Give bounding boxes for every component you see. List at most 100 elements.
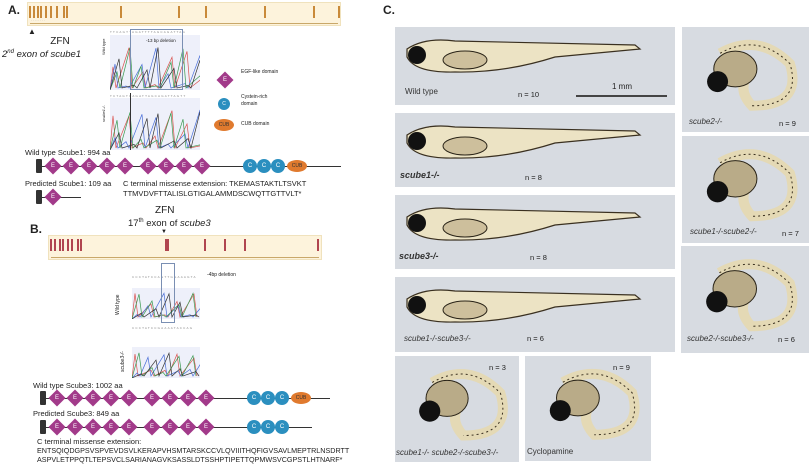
cys-domain-icon: C (271, 159, 285, 173)
photo-n: n = 10 (518, 90, 540, 99)
exon-mark (120, 6, 122, 18)
mut-chromatogram-b (131, 347, 211, 379)
zebrafish-larva-image (406, 207, 642, 241)
wt-trace-label-a: Wild type (101, 38, 106, 55)
deletion-box-a (130, 29, 183, 90)
photo-label: scube1-/-scube3-/- (404, 334, 471, 343)
exon-mark (50, 6, 52, 18)
zfn-label-b: ZFN (155, 205, 175, 216)
zebrafish-larva-image (406, 125, 642, 159)
cys-domain-icon: C (257, 159, 271, 173)
cub-domain-icon: CUB (287, 160, 307, 172)
egf-domain-icon: E (80, 157, 98, 175)
legend-cub: CUB (214, 117, 238, 133)
egf-domain-icon: E (62, 157, 80, 175)
egf-domain-icon: E (116, 157, 134, 175)
wt-trace-label-b: Wild type (115, 294, 121, 315)
trace-peaks (109, 47, 204, 91)
exon-mark (77, 239, 79, 251)
zebrafish-larva-image (706, 149, 798, 222)
photo-label: scube1-/- scube2-/-scube3-/- (396, 448, 499, 457)
photo-n: n = 6 (778, 335, 795, 344)
photo-scube1-scube2: scube1-/-scube2-/- n = 7 (682, 136, 809, 243)
pred-scube3-label: Predicted Scube3: 849 aa (33, 409, 120, 418)
photo-label: Cyclopamine (527, 447, 574, 456)
wt-sequence-a: TTCAGTTAGATTTTAGCAGATTAG (110, 30, 187, 34)
cys-domain-icon: C (243, 159, 257, 173)
egf-domain-icon: E (139, 157, 157, 175)
egf-domain-icon: E (179, 389, 197, 407)
scube3-gene-track: · · · · · · · (48, 235, 322, 260)
zebrafish-larva-image (419, 369, 508, 441)
scube3-missense-line1: ENTSQIQDGPSVSPVEVDSVLKERAPVHSMTARSKCCVLQ… (37, 446, 350, 455)
exon-mark (37, 6, 39, 18)
scale-bar (576, 95, 667, 97)
legend-egf-label: EGF-like domain (241, 69, 279, 75)
egf-domain-icon: E (120, 389, 138, 407)
egf-domain-icon: E (161, 389, 179, 407)
exon-mark (167, 239, 169, 251)
exon-mark (45, 6, 47, 18)
photo-n: n = 9 (779, 119, 796, 128)
panel-c-label: C. (383, 3, 395, 17)
exon-mark (317, 239, 319, 251)
wt-chromatogram-a (109, 35, 204, 91)
exon-mark (29, 6, 31, 18)
photo-label: Wild type (405, 87, 438, 96)
scale-bar-label: 1 mm (612, 82, 632, 91)
photo-scube1-scube2-scube3: scube1-/- scube2-/-scube3-/- n = 3 (395, 356, 519, 462)
exon-mark (338, 6, 340, 18)
zebrafish-larva-image (707, 39, 798, 111)
wt-scube1-label: Wild type Scube1: 994 aa (25, 148, 111, 157)
egf-domain-icon: E (66, 389, 84, 407)
egf-domain-icon: E (48, 418, 66, 436)
scube1-missense-line2: TTMVDVFTTALISLGTIGALAMMDSCWQTTGTTVLT* (123, 189, 302, 198)
transmembrane-domain-icon (40, 420, 46, 434)
trace-peaks (109, 48, 204, 91)
deletion-label-b: -4bp deletion (207, 272, 236, 278)
photo-n: n = 8 (530, 253, 547, 262)
mut-trace-label-a: scube1-/- (101, 105, 106, 122)
photo-n: n = 6 (527, 334, 544, 343)
photo-scube2-scube3: scube2-/-scube3-/- n = 6 (681, 246, 809, 353)
mut-trace-label-b: scube3-/- (120, 351, 126, 372)
zebrafish-larva-image (706, 259, 798, 332)
zebrafish-larva-image (406, 39, 642, 73)
scube1-gene-track: · · · · · · · · (27, 2, 341, 26)
trace-peaks (109, 112, 204, 151)
pred-scube1-label: Predicted Scube1: 109 aa (25, 179, 112, 188)
egf-domain-icon: E (120, 418, 138, 436)
trace-peaks (131, 352, 211, 379)
exon-mark (63, 6, 65, 18)
photo-label: scube1-/-scube2-/- (690, 227, 757, 236)
wt-chromatogram-b (131, 288, 211, 320)
photo-scube3: scube3-/- n = 8 (395, 195, 675, 269)
photo-label: scube1-/- (400, 170, 440, 180)
exon-mark (244, 239, 246, 251)
egf-domain-icon: E (44, 157, 62, 175)
trace-peaks (131, 292, 197, 320)
egf-domain-icon: E (197, 418, 215, 436)
deletion-box-b (161, 263, 175, 323)
legend-cub-label: CUB domain (241, 121, 270, 127)
cub-domain-icon: CUB (291, 392, 311, 404)
legend-cys-label: Cystein-rich domain (241, 94, 268, 107)
egf-domain-icon: E (175, 157, 193, 175)
zebrafish-larva-image (406, 289, 642, 323)
zfn-arrow-b-icon: ▼ (161, 229, 167, 235)
pred-scube1-protein: E (36, 188, 81, 206)
zfn-label-a: ZFN (50, 36, 70, 47)
egf-domain-icon: E (102, 418, 120, 436)
trace-peaks (109, 111, 204, 151)
trace-peaks (109, 47, 204, 91)
scube1-missense-line1: C terminal missense extension: TKEMASTAK… (123, 179, 307, 188)
exon-mark (178, 6, 180, 18)
exon-mark (204, 239, 206, 251)
exon-mark (71, 239, 73, 251)
egf-domain-icon: E (66, 418, 84, 436)
exon-mark (56, 6, 58, 18)
panel-b-label: B. (30, 222, 42, 236)
photo-label: scube2-/- (689, 117, 723, 126)
